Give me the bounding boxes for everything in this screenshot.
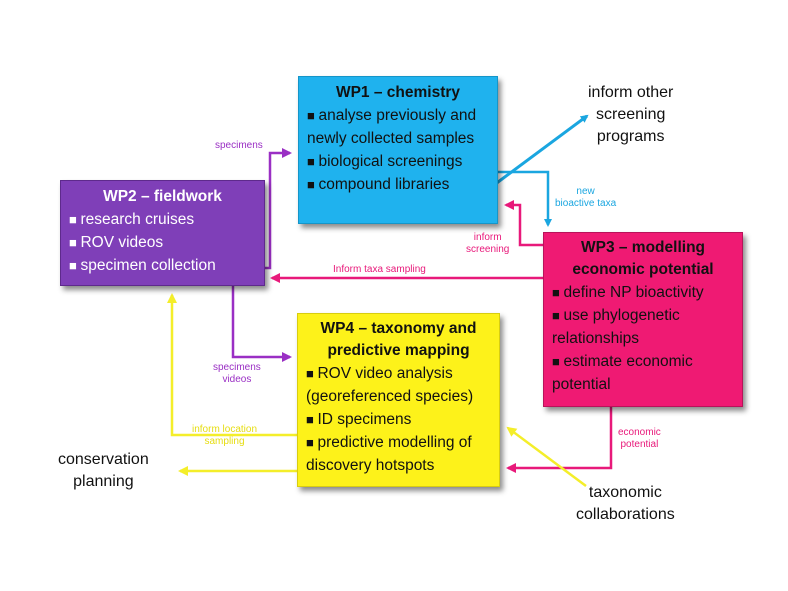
- arrow-taxonomic-to-wp4: [506, 426, 587, 488]
- arrow-wp3-to-wp4: [506, 407, 613, 473]
- wp2-title: WP2 – fieldwork: [103, 188, 222, 205]
- taxonomic-line1: taxonomic: [588, 484, 662, 501]
- wp4-item-predictive: predictive modelling of discovery hotspo…: [306, 431, 491, 477]
- inform-other-line1: inform other: [588, 84, 674, 101]
- wp3-modelling-box: WP3 – modelling economic potential defin…: [543, 232, 743, 407]
- wp4-item-id-specimens: ID specimens: [306, 408, 491, 431]
- label-new: new: [576, 186, 595, 197]
- arrow-wp2-to-wp4: [231, 286, 292, 362]
- label-inform: inform: [473, 232, 502, 243]
- label-new-bioactive-taxa: new bioactive taxa: [555, 186, 616, 210]
- arrow-wp4-to-wp2: [167, 293, 297, 437]
- wp1-item-screenings: biological screenings: [307, 150, 489, 173]
- label-economic-potential: economic potential: [618, 427, 661, 451]
- wp3-title-line1: WP3 – modelling: [580, 239, 705, 256]
- inform-other-line3: programs: [596, 128, 665, 145]
- wp2-item-cruises: research cruises: [69, 208, 256, 231]
- arrow-wp1-to-wp3: [490, 170, 552, 227]
- wp1-item-analyse: analyse previously and newly collected s…: [307, 104, 489, 150]
- label-potential: potential: [620, 439, 659, 450]
- wp1-title: WP1 – chemistry: [335, 84, 461, 101]
- label-inform-taxa-sampling: Inform taxa sampling: [333, 264, 426, 275]
- label-sampling: sampling: [204, 436, 245, 447]
- label-inform-location-sampling: inform location sampling: [192, 424, 257, 448]
- wp3-item-phylogenetic: use phylogenetic relationships: [552, 304, 734, 350]
- inform-other-line2: screening: [596, 106, 666, 123]
- wp4-taxonomy-box: WP4 – taxonomy and predictive mapping RO…: [297, 313, 500, 487]
- label-bioactive-taxa: bioactive taxa: [555, 198, 617, 209]
- wp3-item-economic: estimate economic potential: [552, 350, 734, 396]
- label-screening: screening: [466, 244, 510, 255]
- wp2-item-specimen: specimen collection: [69, 254, 256, 277]
- wp3-item-bioactivity: define NP bioactivity: [552, 281, 734, 304]
- arrow-specimens-to-wp1: [265, 148, 292, 270]
- wp4-item-rov-analysis: ROV video analysis (georeferenced specie…: [306, 362, 491, 408]
- arrow-wp3-to-wp1-screening: [504, 200, 543, 247]
- arrow-wp1-to-inform-other: [489, 114, 589, 190]
- taxonomic-collaborations-text: taxonomic collaborations: [576, 482, 675, 526]
- conservation-planning-text: conservation planning: [58, 449, 149, 493]
- label-inform-screening: inform screening: [466, 232, 509, 256]
- inform-other-programs-text: inform other screening programs: [588, 82, 673, 148]
- wp4-title-line2: predictive mapping: [327, 342, 470, 359]
- wp4-title-line1: WP4 – taxonomy and: [320, 320, 477, 337]
- wp2-fieldwork-box: WP2 – fieldwork research cruises ROV vid…: [60, 180, 265, 286]
- conservation-line2: planning: [73, 473, 134, 490]
- label-economic: economic: [618, 427, 661, 438]
- taxonomic-line2: collaborations: [576, 506, 675, 523]
- label-videos: videos: [222, 374, 252, 385]
- label-inform-location: inform location: [192, 424, 258, 435]
- label-specimens-2: specimens: [213, 362, 261, 373]
- wp2-item-rov: ROV videos: [69, 231, 256, 254]
- label-specimens: specimens: [215, 140, 263, 151]
- label-specimens-videos: specimens videos: [213, 362, 261, 386]
- conservation-line1: conservation: [58, 451, 149, 468]
- wp1-chemistry-box: WP1 – chemistry analyse previously and n…: [298, 76, 498, 224]
- wp3-title-line2: economic potential: [572, 261, 714, 278]
- wp1-item-libraries: compound libraries: [307, 173, 489, 196]
